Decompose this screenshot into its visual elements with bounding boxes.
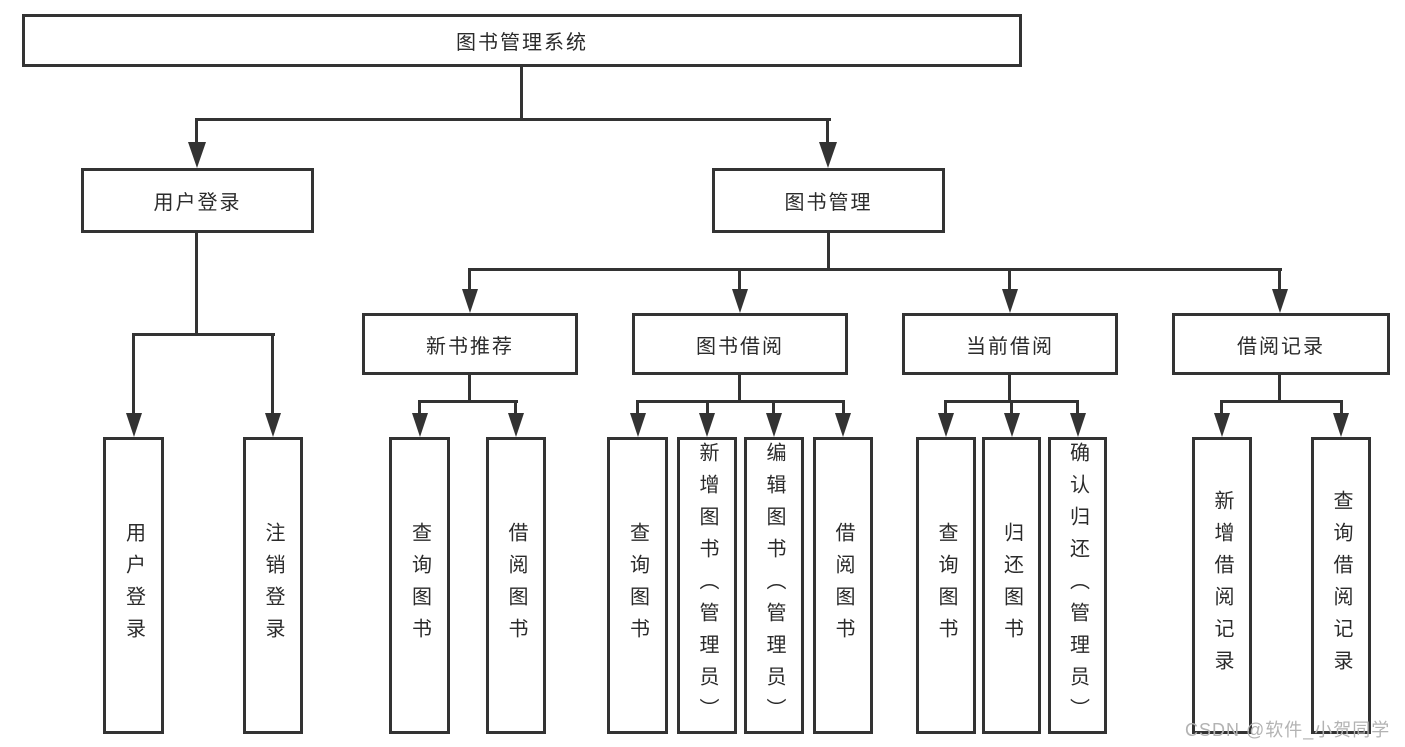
connector-drop-leaf (514, 400, 517, 415)
connector-drop-leaf (1340, 400, 1343, 415)
node-book-borrowing: 图书借阅 (632, 313, 848, 375)
arrow-down-icon (1002, 289, 1018, 313)
leaf-label: 查询图书 (626, 521, 649, 650)
leaf-add-books-admin: 新增图书（管理员） (677, 437, 737, 734)
connector-drop-leaf (772, 400, 775, 415)
connector-drop-login-leaf (132, 333, 135, 413)
arrow-down-icon (188, 142, 206, 168)
leaf-label: 新增图书（管理员） (696, 441, 718, 730)
leaf-return-books: 归还图书 (982, 437, 1041, 734)
leaf-query-books-borrowing: 查询图书 (607, 437, 668, 734)
connector-root-stub (520, 67, 523, 120)
leaf-user-login: 用户登录 (103, 437, 164, 734)
node-book-management: 图书管理 (712, 168, 945, 233)
leaf-logout: 注销登录 (243, 437, 303, 734)
leaf-borrow-books-recommend: 借阅图书 (486, 437, 546, 734)
node-user-login: 用户登录 (81, 168, 314, 233)
connector-drop-book-management (826, 118, 829, 144)
arrow-down-icon (1214, 413, 1230, 437)
connector-drop-leaf (1076, 400, 1079, 415)
leaf-label: 新增借阅记录 (1211, 489, 1233, 682)
leaf-label: 查询图书 (408, 521, 431, 650)
node-label: 新书推荐 (426, 335, 514, 358)
leaf-label: 用户登录 (122, 521, 145, 650)
connector-root-rail (196, 118, 831, 121)
node-new-book-recommendation: 新书推荐 (362, 313, 578, 375)
connector-book-mgmt-rail (469, 268, 1282, 271)
connector-new-book-stub (468, 375, 471, 403)
leaf-label: 确认归还（管理员） (1066, 441, 1089, 730)
node-label: 当前借阅 (966, 335, 1054, 358)
connector-drop-logout-leaf (271, 333, 274, 413)
connector-drop-leaf (842, 400, 845, 415)
leaf-label: 归还图书 (1000, 521, 1023, 650)
arrow-down-icon (1333, 413, 1349, 437)
arrow-down-icon (732, 289, 748, 313)
arrow-down-icon (126, 413, 142, 437)
arrow-down-icon (766, 413, 782, 437)
connector-drop-current-borrow (1008, 268, 1011, 291)
connector-new-book-rail (418, 400, 518, 403)
leaf-add-borrow-record: 新增借阅记录 (1192, 437, 1252, 734)
arrow-down-icon (819, 142, 837, 168)
arrow-down-icon (508, 413, 524, 437)
connector-book-borrow-stub (738, 375, 741, 403)
connector-drop-book-borrow (738, 268, 741, 291)
connector-drop-leaf (1220, 400, 1223, 415)
arrow-down-icon (699, 413, 715, 437)
leaf-label: 查询借阅记录 (1330, 489, 1352, 682)
connector-drop-new-book (468, 268, 471, 291)
leaf-query-borrow-record: 查询借阅记录 (1311, 437, 1371, 734)
connector-borrow-records-rail (1220, 400, 1343, 403)
node-label: 图书管理系统 (456, 32, 588, 54)
leaf-borrow-books: 借阅图书 (813, 437, 873, 734)
leaf-label: 编辑图书（管理员） (763, 441, 785, 730)
connector-user-login-rail (132, 333, 275, 336)
node-label: 图书管理 (784, 192, 873, 214)
leaf-confirm-return-admin: 确认归还（管理员） (1048, 437, 1107, 734)
leaf-label: 借阅图书 (505, 521, 527, 650)
node-borrowing-records: 借阅记录 (1172, 313, 1390, 375)
node-label: 用户登录 (153, 192, 242, 214)
connector-book-borrow-rail (636, 400, 845, 403)
connector-drop-leaf (944, 400, 947, 415)
connector-user-login-stub (195, 233, 198, 333)
connector-drop-borrow-records (1278, 268, 1281, 291)
connector-drop-leaf (418, 400, 421, 415)
connector-drop-user-login (195, 118, 198, 144)
leaf-label: 查询图书 (935, 521, 957, 650)
leaf-edit-books-admin: 编辑图书（管理员） (744, 437, 804, 734)
connector-drop-leaf (706, 400, 709, 415)
leaf-query-books-recommend: 查询图书 (389, 437, 450, 734)
connector-drop-leaf (636, 400, 639, 415)
arrow-down-icon (630, 413, 646, 437)
arrow-down-icon (265, 413, 281, 437)
connector-drop-leaf (1010, 400, 1013, 415)
arrow-down-icon (412, 413, 428, 437)
connector-borrow-records-stub (1278, 375, 1281, 403)
arrow-down-icon (1070, 413, 1086, 437)
connector-current-borrow-stub (1008, 375, 1011, 403)
node-library-management-system: 图书管理系统 (22, 14, 1022, 67)
leaf-label: 注销登录 (262, 521, 284, 650)
node-label: 借阅记录 (1237, 335, 1325, 358)
arrow-down-icon (938, 413, 954, 437)
leaf-query-books-current: 查询图书 (916, 437, 976, 734)
connector-book-mgmt-stub (827, 233, 830, 270)
node-label: 图书借阅 (696, 335, 784, 358)
csdn-watermark: CSDN @软件_小贺同学 (1185, 720, 1391, 740)
leaf-label: 借阅图书 (832, 521, 854, 650)
arrow-down-icon (1272, 289, 1288, 313)
arrow-down-icon (462, 289, 478, 313)
node-current-borrowing: 当前借阅 (902, 313, 1118, 375)
arrow-down-icon (835, 413, 851, 437)
arrow-down-icon (1004, 413, 1020, 437)
